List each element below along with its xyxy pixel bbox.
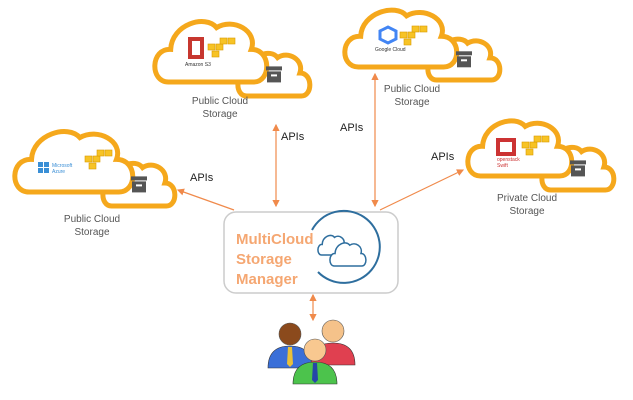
google-cloud-text: Google Cloud — [375, 47, 406, 53]
microsoft-azure-icon — [44, 162, 49, 167]
api-arrow — [176, 188, 235, 211]
amazon-s3-icon — [188, 37, 204, 59]
archive-box-icon — [457, 56, 471, 68]
azure-text: Microsoft Azure — [52, 163, 73, 175]
storage-cube-icon — [521, 141, 530, 149]
api-label-azure: APIs — [190, 172, 214, 184]
api-label-s3: APIs — [281, 131, 305, 143]
api-arrow — [379, 169, 465, 211]
storage-cube-icon — [403, 38, 412, 46]
archive-box-icon-lid — [570, 160, 586, 165]
amazon-s3-text: Amazon S3 — [185, 62, 211, 68]
cloud-azure — [12, 129, 136, 195]
user-icon-head — [278, 322, 302, 346]
manager-box — [223, 211, 399, 294]
user-icon-head — [321, 319, 345, 343]
archive-box-icon-handle — [136, 184, 142, 187]
storage-cube-icon — [529, 141, 538, 149]
user-icon-tie — [312, 363, 318, 383]
cloud-gcp — [342, 7, 460, 70]
storage-cube-icon — [211, 50, 220, 58]
archive-box-icon-handle — [271, 74, 277, 77]
storage-cube-icon — [419, 25, 428, 33]
openstack-swift-icon — [496, 138, 516, 156]
api-label-gcp: APIs — [340, 122, 364, 134]
storage-cube-icon — [407, 31, 416, 39]
storage-cube-icon — [227, 37, 236, 45]
microsoft-azure-icon — [44, 168, 49, 173]
archive-box-icon-handle — [461, 59, 467, 62]
cloud-openstack — [465, 118, 575, 179]
storage-cube-icon — [399, 31, 408, 39]
cloud-s3 — [152, 19, 270, 85]
storage-cube-icon — [207, 43, 216, 51]
storage-cube-icon — [104, 149, 113, 157]
archive-box-icon — [571, 165, 585, 177]
archive-box-icon-lid — [131, 176, 147, 181]
archive-box-icon-lid — [456, 51, 472, 56]
archive-box-icon-lid — [266, 66, 282, 71]
storage-cube-icon — [96, 149, 105, 157]
microsoft-azure-icon — [38, 168, 43, 173]
storage-cube-icon — [84, 155, 93, 163]
openstack-text: openstack Swift — [497, 157, 520, 169]
archive-box-icon-handle — [575, 168, 581, 171]
storage-cube-icon — [88, 162, 97, 170]
user-icon-tie — [287, 347, 293, 367]
microsoft-azure-icon — [38, 162, 43, 167]
storage-cube-icon — [533, 135, 542, 143]
archive-box-icon — [267, 71, 281, 83]
api-label-openstack: APIs — [431, 151, 455, 163]
storage-cube-icon — [92, 155, 101, 163]
storage-cube-icon — [219, 37, 228, 45]
storage-cube-icon — [411, 25, 420, 33]
storage-cube-icon — [215, 43, 224, 51]
google-cloud-icon — [378, 25, 398, 45]
storage-cube-icon — [541, 135, 550, 143]
user-icon-head — [303, 338, 327, 362]
manager-logo-ring — [311, 209, 381, 284]
archive-box-icon — [132, 181, 146, 193]
storage-cube-icon — [525, 148, 534, 156]
cloud-logo-icon — [329, 242, 367, 267]
